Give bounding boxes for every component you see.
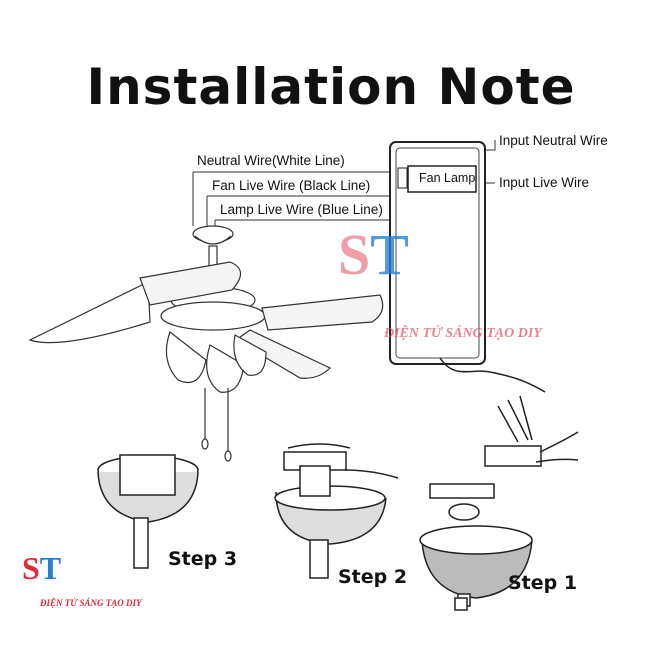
step-3-label: Step 3: [168, 548, 238, 570]
page-title: Installation Note: [86, 58, 576, 116]
input-live-wire-label: Input Live Wire: [499, 175, 590, 190]
footer-brand-text: ĐIỆN TỬ SÁNG TẠO DIY: [40, 598, 142, 608]
ceiling-fan: [28, 225, 384, 462]
neutral-wire-leader: [192, 171, 390, 226]
step-2-label: Step 2: [338, 566, 408, 588]
watermark-text: ĐIỆN TỬ SÁNG TẠO DIY: [384, 326, 542, 341]
input-neutral-wire-label: Input Neutral Wire: [499, 133, 608, 148]
step1-canopy: [419, 395, 579, 611]
lamp-live-wire-label: Lamp Live Wire (Blue Line): [220, 202, 383, 217]
footer-logo: ST: [22, 550, 62, 586]
watermark-logo: ST: [338, 222, 409, 287]
controller-box: [389, 141, 546, 393]
neutral-wire-label: Neutral Wire(White Line): [197, 153, 345, 168]
step-1-label: Step 1: [508, 572, 578, 594]
controller-label: Fan Lamp: [419, 171, 476, 185]
step3-canopy: [97, 454, 199, 569]
fan-live-wire-label: Fan Live Wire (Black Line): [212, 178, 371, 193]
step2-canopy: [274, 443, 399, 579]
